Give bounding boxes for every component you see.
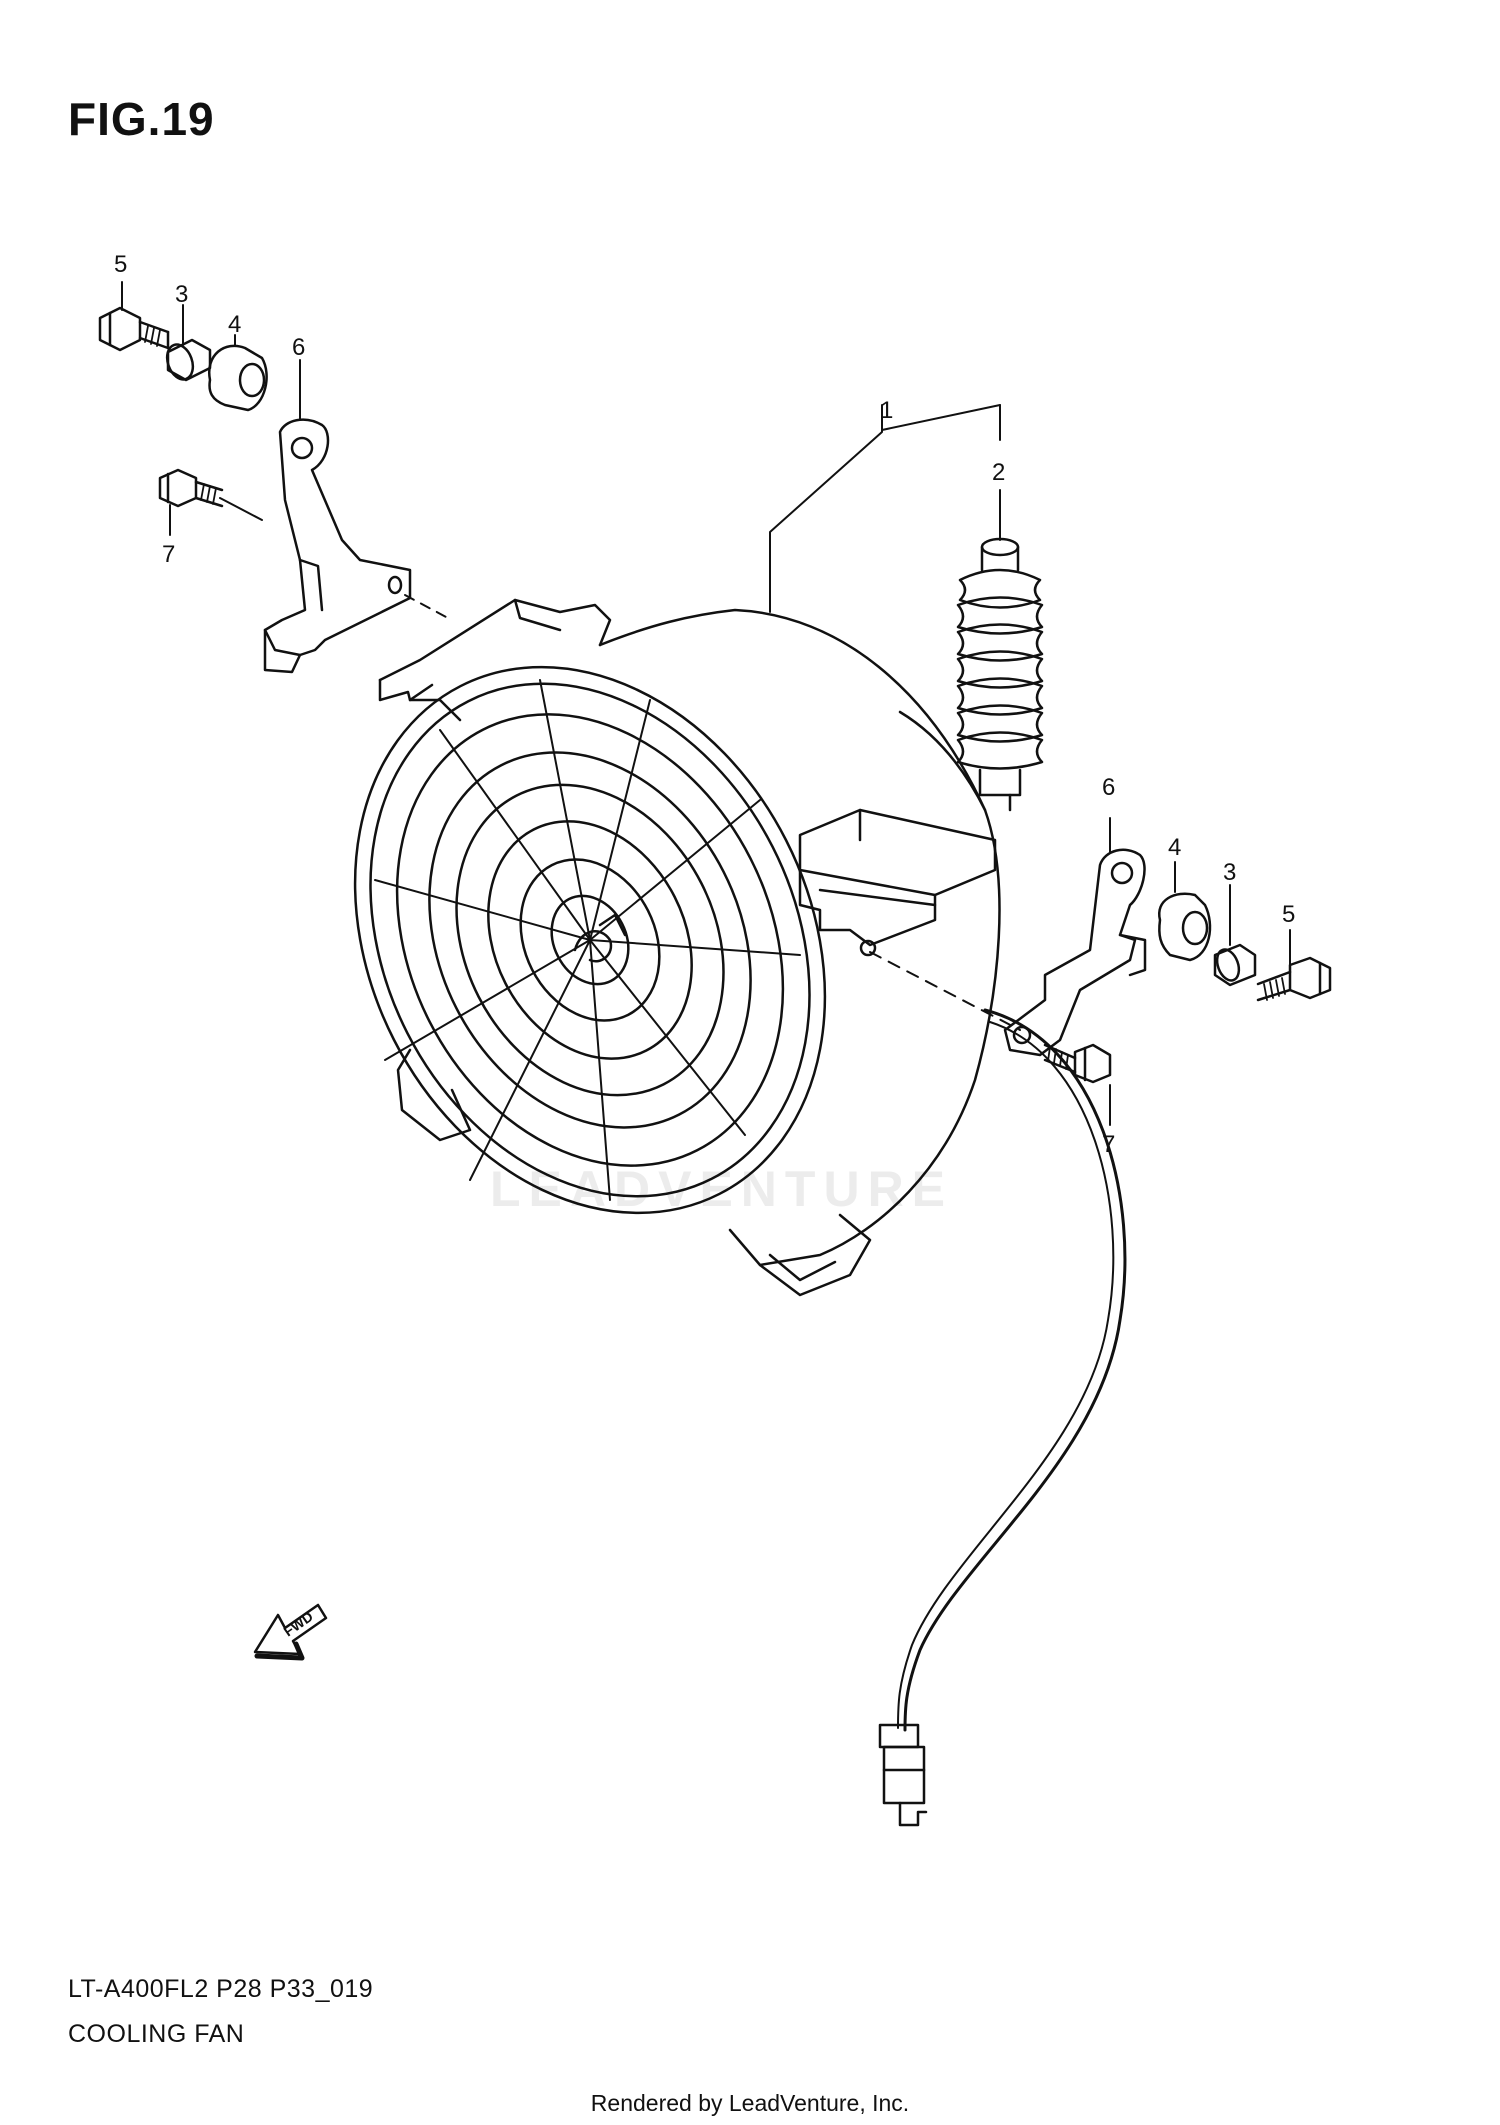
- screw-left-lower[interactable]: [158, 468, 224, 508]
- callout-6-right: 6: [1102, 774, 1115, 801]
- footer-credit: Rendered by LeadVenture, Inc.: [590, 2090, 910, 2116]
- rubber-boot[interactable]: [956, 537, 1044, 812]
- fwd-arrow-icon: FWD: [253, 1603, 328, 1661]
- diagram-caption: COOLING FAN: [68, 2020, 245, 2048]
- grommet-left[interactable]: [207, 344, 268, 412]
- callout-1: 1: [880, 397, 893, 424]
- callout-3-left: 3: [175, 281, 188, 308]
- cooling-fan-assembly[interactable]: [265, 586, 1127, 1827]
- callout-6-left: 6: [292, 334, 305, 361]
- bracket-left[interactable]: [263, 418, 412, 674]
- callout-7-right: 7: [1102, 1131, 1115, 1158]
- callout-5-left: 5: [114, 251, 127, 278]
- watermark: LEADVENTURE: [490, 1161, 954, 1217]
- callout-5-right: 5: [1282, 901, 1295, 928]
- collar-right[interactable]: [1213, 943, 1257, 987]
- bolt-left-upper[interactable]: [98, 306, 170, 352]
- callout-4-right: 4: [1168, 834, 1181, 861]
- callout-4-left: 4: [228, 311, 241, 338]
- figure-title: FIG.19: [68, 93, 215, 145]
- callout-7-left: 7: [162, 541, 175, 568]
- screw-right-lower[interactable]: [1043, 1043, 1112, 1084]
- fan-guard-spokes: [374, 679, 801, 1201]
- collar-left[interactable]: [163, 338, 212, 383]
- bracket-right[interactable]: [1003, 848, 1147, 1057]
- grommet-right[interactable]: [1158, 892, 1212, 962]
- leader-lines: [121, 281, 1291, 1126]
- callout-2: 2: [992, 459, 1005, 486]
- bolt-right-upper[interactable]: [1256, 956, 1332, 1002]
- model-code: LT-A400FL2 P28 P33_019: [68, 1975, 374, 2003]
- callout-3-right: 3: [1223, 859, 1236, 886]
